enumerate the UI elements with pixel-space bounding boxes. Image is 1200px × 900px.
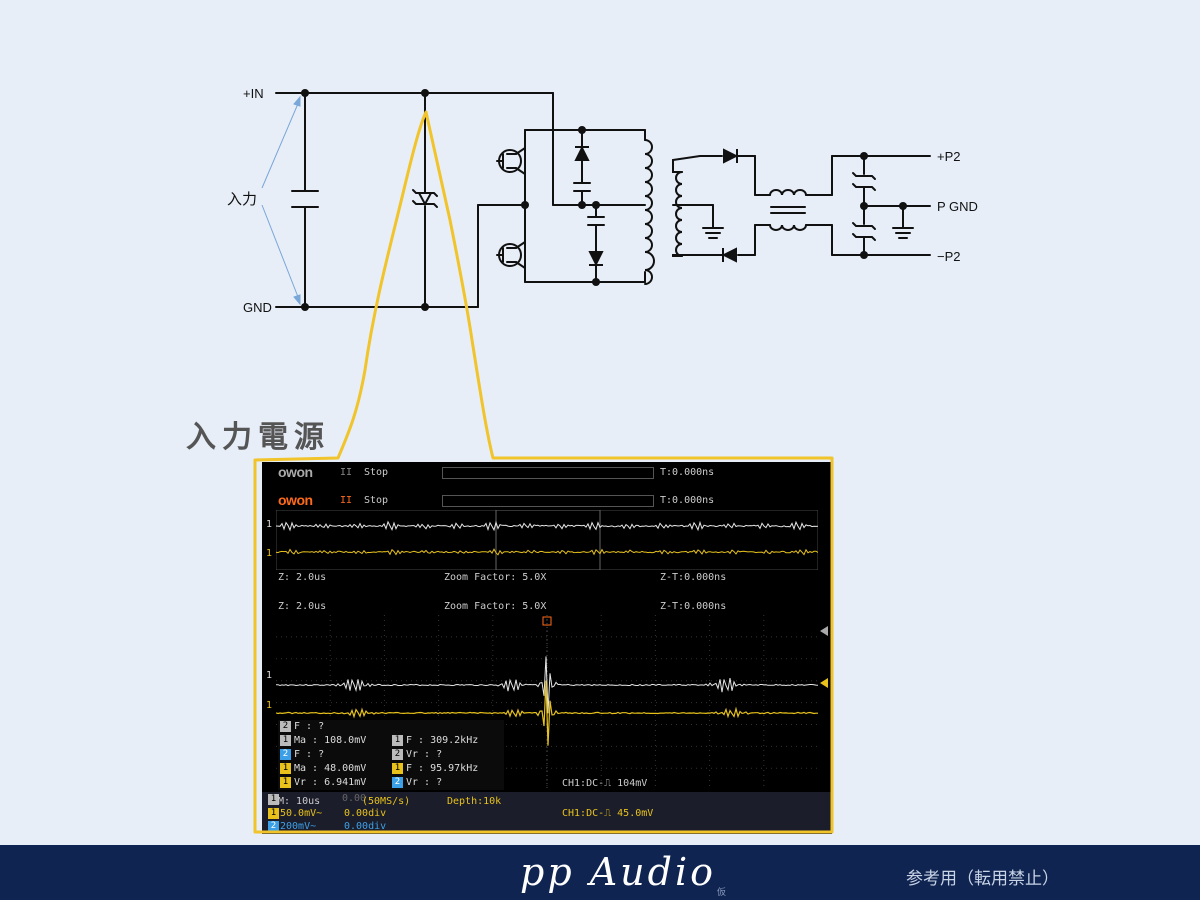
channel-chip: 1 [280,776,291,788]
channel-chip: 2 [280,748,291,760]
input-plus-label: +IN [243,86,264,101]
footer-bar [0,845,1200,900]
output-minus-label: −P2 [937,249,961,264]
scope-status-bar: 1 M: 10us 0.00 (50MS/s) Depth:10k 1 50.0… [262,792,832,834]
ch2-marker-main: 1 [266,670,273,681]
measurement-value: Vr : 6.941mV [294,777,367,788]
ch1-marker-overview-b: 1 [266,548,273,559]
owon-logo-2: owon [278,492,313,508]
channel-chip: 2 [392,776,403,788]
ch1-scale: 50.0mV~ [280,808,323,819]
ch1-trigger-a: CH1:DC-⎍ 104mV [562,778,648,789]
input-label: 入力 [227,191,258,208]
ch2-scale: 200mV~ [280,821,317,832]
zoom-trigger: Z-T:0.000ns [660,572,727,583]
output-plus-label: +P2 [937,149,961,164]
channel-chip: 1 [392,762,403,774]
run-state: Stop [364,467,389,478]
channel-chip: 2 [280,720,291,732]
usage-note: 参考用（転用禁止） [906,869,1059,889]
input-gnd-label: GND [243,300,272,315]
trigger-position-bar [442,467,654,479]
ch1-offset: 0.00div [344,808,387,819]
run-icon: II [340,467,353,478]
ch1-trigger-b: CH1:DC-⎍ 45.0mV [562,808,654,819]
measurement-value: F : 309.2kHz [406,735,479,746]
channel-chip: 1 [268,808,279,819]
measurement-value: Ma : 48.00mV [294,763,367,774]
timebase: M: 10us [278,796,321,807]
measurement-value: Ma : 108.0mV [294,735,367,746]
zoom-time-2: Z: 2.0us [278,601,327,612]
measurement-value: F : 95.97kHz [406,763,479,774]
run-icon-2: II [340,495,353,506]
brand-tag: 仮 [717,888,727,898]
zoom-time: Z: 2.0us [278,572,327,583]
zoom-factor-2: Zoom Factor: 5.0X [444,601,547,612]
zoom-factor: Zoom Factor: 5.0X [444,572,547,583]
channel-chip: 2 [392,748,403,760]
trigger-level-markers [820,626,828,688]
output-gnd-label: P GND [937,199,978,214]
ch2-offset: 0.00div [344,821,387,832]
measurement-value: Vr : ? [406,777,443,788]
run-state-2: Stop [364,495,389,506]
measurement-value: F : ? [294,749,325,760]
zoom-trigger-2: Z-T:0.000ns [660,601,727,612]
overview-waveform [276,510,818,570]
trigger-time-2: T:0.000ns [660,495,715,506]
owon-logo: owon [278,464,313,480]
trigger-time: T:0.000ns [660,467,715,478]
brand-logo: pp Audio [520,850,717,894]
sample-rate: (50MS/s) [362,796,411,807]
ch1-marker-main: 1 [266,700,273,711]
ch1-marker-overview-a: 1 [266,519,273,530]
channel-chip: 2 [268,821,279,832]
measurement-value: Vr : ? [406,749,443,760]
channel-chip: 1 [280,734,291,746]
callout-title: 入力電源 [186,420,330,455]
oscilloscope-screenshot: owon II Stop T:0.000ns owon II Stop T:0.… [262,462,832,834]
memory-depth: Depth:10k [447,796,502,807]
measurement-value: F : ? [294,721,325,732]
channel-chip: 1 [280,762,291,774]
trigger-position-bar-2 [442,495,654,507]
channel-chip: 1 [392,734,403,746]
